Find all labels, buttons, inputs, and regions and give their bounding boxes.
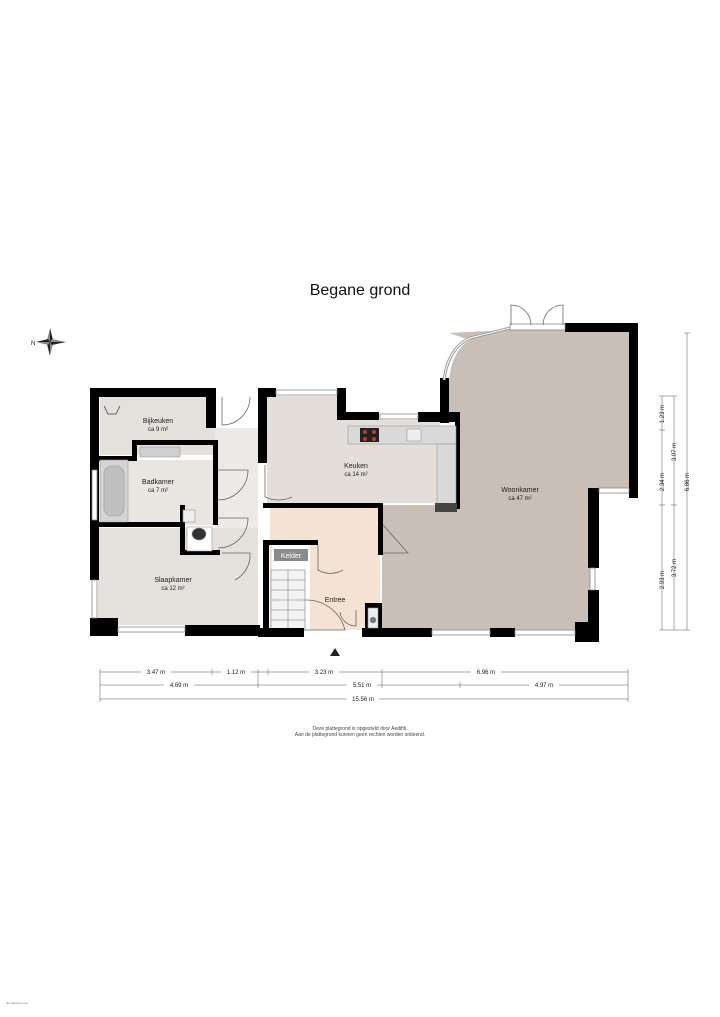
dim-3-47: 3.47 m bbox=[147, 670, 165, 676]
dim-1-12: 1.12 m bbox=[227, 670, 245, 676]
woonkamer-floor bbox=[382, 330, 630, 633]
dim-6-86: 6.86 m bbox=[685, 473, 691, 491]
laundry-icon bbox=[103, 405, 121, 415]
entrance-arrow-icon bbox=[330, 648, 340, 656]
dim-3-07: 3.07 m bbox=[672, 443, 678, 461]
bijkeuken-area: ca 9 m² bbox=[148, 427, 168, 433]
room-floors bbox=[98, 330, 630, 633]
kelder-label: Kelder bbox=[281, 553, 302, 560]
keuken-floor bbox=[267, 396, 440, 503]
woonkamer-area: ca 47 m² bbox=[508, 496, 531, 502]
dim-4-69: 4.69 m bbox=[170, 683, 188, 689]
windows bbox=[91, 323, 630, 636]
badkamer-name: Badkamer bbox=[142, 479, 175, 486]
dim-1-23: 1.23 m bbox=[660, 405, 666, 423]
keuken-name: Keuken bbox=[344, 463, 368, 470]
floor-title: Begane grond bbox=[309, 282, 411, 299]
bathroom-fixtures bbox=[99, 446, 379, 629]
badkamer-floor bbox=[100, 460, 215, 525]
dim-2-93: 2.93 m bbox=[660, 571, 666, 589]
dimension-labels: 3.47 m 1.12 m 3.23 m 6.96 m 4.69 m 5.51 … bbox=[141, 405, 691, 703]
entree-name: Entree bbox=[325, 597, 346, 604]
disclaimer-line-1: Deze plattegrond is opgesteld door Aedif… bbox=[312, 726, 408, 732]
dim-2-34: 2.34 m bbox=[660, 473, 666, 491]
keuken-area: ca 14 m² bbox=[344, 472, 367, 478]
dim-15-56: 15.56 m bbox=[352, 697, 374, 703]
room-labels: Bijkeuken ca 9 m² Badkamer ca 7 m² Slaap… bbox=[142, 418, 539, 604]
bijkeuken-floor bbox=[100, 396, 215, 455]
badkamer-area: ca 7 m² bbox=[148, 488, 168, 494]
staircase bbox=[270, 569, 306, 631]
slaapkamer-area: ca 12 m² bbox=[161, 586, 184, 592]
credit-text: floorplanner.com bbox=[6, 1001, 29, 1005]
slaapkamer-name: Slaapkamer bbox=[154, 577, 192, 584]
dim-4-97: 4.97 m bbox=[535, 683, 553, 689]
compass-icon bbox=[36, 328, 66, 356]
bijkeuken-name: Bijkeuken bbox=[143, 418, 173, 425]
compass-north-label: N bbox=[31, 341, 35, 347]
kitchen-counter bbox=[347, 425, 457, 512]
kelder-label-box bbox=[274, 549, 308, 561]
doors bbox=[217, 304, 564, 631]
dim-5-51: 5.51 m bbox=[353, 683, 371, 689]
disclaimer: Deze plattegrond is opgesteld door Aedif… bbox=[0, 726, 720, 738]
woonkamer-name: Woonkamer bbox=[501, 487, 539, 494]
dim-3-23: 3.23 m bbox=[315, 670, 333, 676]
disclaimer-line-2: Aan de plattegrond kunnen geen rechten w… bbox=[294, 732, 426, 738]
dim-3-72: 3.72 m bbox=[672, 559, 678, 577]
dim-6-96: 6.96 m bbox=[477, 670, 495, 676]
